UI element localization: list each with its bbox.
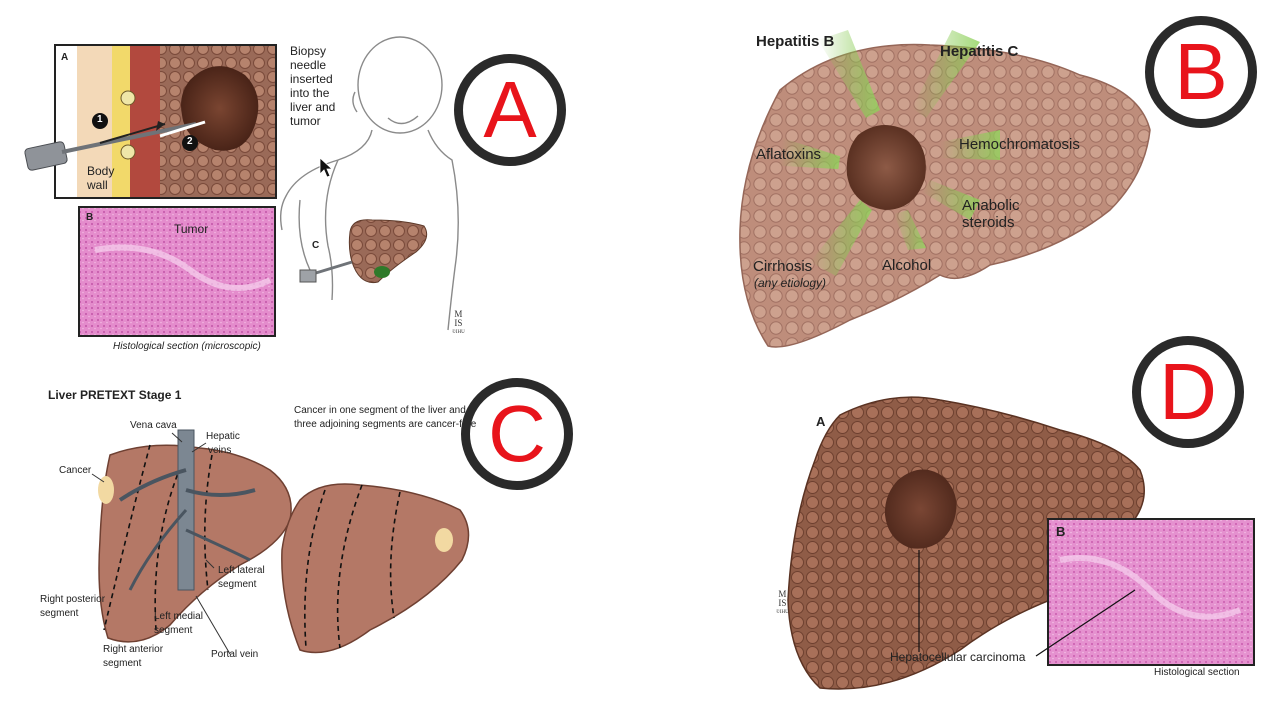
biopsy-note-line: inserted	[290, 72, 333, 86]
panel-a: A B 1 2 Body wall Tumor Histological sec…	[0, 0, 640, 360]
label-cancer: Cancer	[59, 465, 92, 476]
liver-c-plain	[281, 483, 470, 654]
biopsy-needle-icon	[24, 120, 206, 171]
factor-alcohol: Alcohol	[882, 257, 932, 274]
histology-caption: Histological section (microscopic)	[113, 341, 261, 352]
liver-d	[787, 396, 1145, 690]
step-2-label: 2	[187, 136, 193, 147]
panel-a-letter-circle: A	[454, 54, 566, 166]
tumor-label: Tumor	[174, 222, 209, 236]
inset-b-label: B	[86, 212, 94, 223]
factor-anabolic: Anabolic	[962, 197, 1020, 214]
factor-hepatitis-b: Hepatitis B	[756, 33, 835, 50]
panel-d-letter: D	[1159, 347, 1217, 436]
green-arrow-icon	[778, 30, 1000, 276]
panel-c: Liver PRETEXT Stage 1 Cancer in one segm…	[0, 360, 640, 720]
factor-hepatitis-c: Hepatitis C	[940, 43, 1019, 60]
body-wall-fat	[112, 46, 130, 197]
step-2-marker	[182, 135, 198, 151]
cancer-spot-c	[98, 476, 114, 504]
panel-b-illustration	[739, 30, 1151, 348]
panel-b-letter-circle: B	[1145, 16, 1257, 128]
pretext-note-line: Cancer in one segment of the liver and	[294, 405, 466, 416]
panel-d-illustration	[787, 396, 1255, 690]
inset-b-histology	[78, 206, 276, 337]
body-wall-line-2: wall	[87, 178, 108, 192]
panel-c-letter-circle: C	[461, 378, 573, 490]
panel-d: A B Hepatocellular carcinoma Histologica…	[640, 336, 1280, 720]
label-left-lateral-segment: segment	[218, 579, 257, 590]
label-portal-vein: Portal vein	[211, 649, 259, 660]
factor-aflatoxins: Aflatoxins	[756, 146, 822, 163]
panel-a-letter: A	[483, 65, 537, 154]
biopsy-note-line: Biopsy	[290, 44, 327, 58]
mark-line: M	[778, 589, 787, 599]
callout-c-label: C	[312, 240, 320, 251]
step-1-marker	[92, 113, 108, 129]
tumor-b	[846, 125, 926, 210]
copyright-mark-d: M IS ©IHU	[776, 590, 789, 617]
copyright-mark: M IS ©IHU	[452, 310, 465, 337]
hepatic-veins	[118, 429, 256, 591]
label-left-medial: Left medial	[154, 611, 203, 622]
biopsy-note-line: needle	[290, 58, 327, 72]
pretext-title: Liver PRETEXT Stage 1	[48, 388, 182, 402]
biopsy-note-line: tumor	[290, 114, 321, 128]
patient-figure	[279, 36, 459, 331]
panel-b-letter: B	[1174, 27, 1228, 116]
biopsy-note-line: into the	[290, 86, 330, 100]
tumor-d	[884, 469, 957, 549]
mark-line: IS	[778, 598, 787, 608]
step-1-label: 1	[97, 114, 103, 125]
panel-a-illustration	[24, 36, 459, 337]
label-right-posterior-segment: segment	[40, 608, 79, 619]
label-left-lateral: Left lateral	[218, 565, 265, 576]
label-hepatic: Hepatic	[206, 431, 240, 442]
panel-c-illustration	[91, 429, 470, 655]
inset-a-label-d: A	[816, 414, 826, 429]
label-right-anterior-segment: segment	[103, 658, 142, 669]
label-right-anterior: Right anterior	[103, 644, 164, 655]
body-wall-muscle	[130, 46, 160, 197]
hcc-label: Hepatocellular carcinoma	[890, 650, 1026, 664]
label-left-medial-segment: segment	[154, 625, 193, 636]
mark-line: ©IHU	[776, 610, 789, 615]
panel-d-letter-circle: D	[1132, 336, 1244, 448]
mark-line: M	[454, 309, 463, 319]
panel-c-letter: C	[488, 389, 546, 478]
inset-b-label-d: B	[1056, 524, 1066, 539]
factor-cirrhosis: Cirrhosis	[753, 258, 813, 275]
label-veins: veins	[208, 445, 232, 456]
tumor-mass	[181, 66, 259, 151]
histology-caption-d: Histological section	[1154, 667, 1240, 678]
pretext-note-line: three adjoining segments are cancer-free	[294, 419, 477, 430]
biopsy-note-line: liver and	[290, 100, 336, 114]
mark-line: ©IHU	[452, 330, 465, 335]
label-vena-cava: Vena cava	[130, 420, 177, 431]
inset-a-label: A	[61, 52, 69, 63]
factor-cirrhosis-note: (any etiology)	[754, 276, 827, 290]
body-wall-line-1: Body	[87, 164, 115, 178]
label-right-posterior: Right posterior	[40, 594, 106, 605]
factor-hemochromatosis: Hemochromatosis	[959, 136, 1080, 153]
hcc-pointer-inset	[1035, 589, 1136, 657]
pretext-note: Cancer in one segment of the liver and t…	[294, 404, 476, 432]
factor-steroids: steroids	[962, 214, 1015, 231]
panel-b: Hepatitis B Hepatitis C Aflatoxins Hemoc…	[640, 0, 1280, 360]
mouse-pointer-icon	[319, 157, 334, 178]
biopsy-note: Biopsy needle inserted into the liver an…	[290, 44, 335, 128]
cancer-spot-c2	[435, 528, 453, 552]
mark-line: IS	[454, 318, 463, 328]
